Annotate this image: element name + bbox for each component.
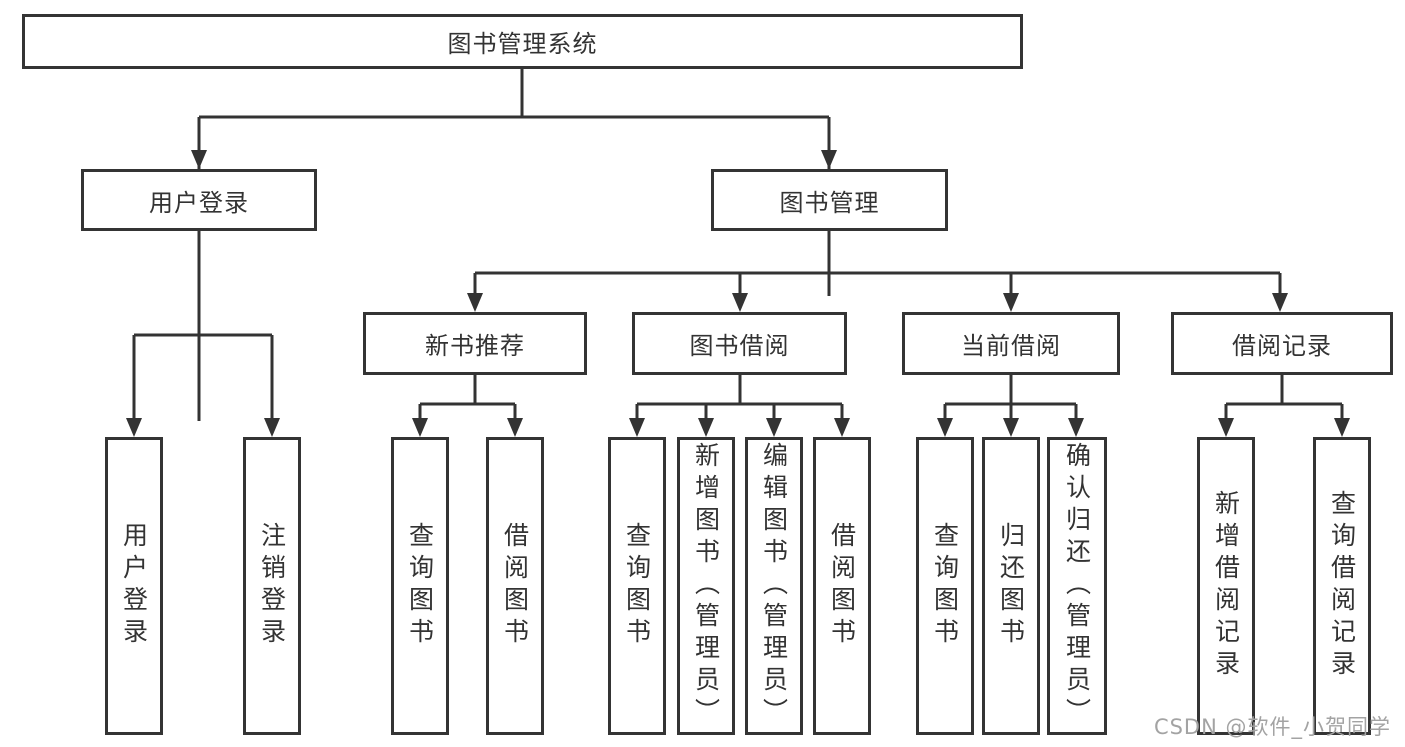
node-leaf-borrow-books-1: 借阅图书 (486, 437, 544, 735)
arrow-down-icon (1068, 418, 1084, 437)
node-leaf-user-login: 用户登录 (105, 437, 163, 735)
node-label: 用户登录 (119, 522, 149, 650)
arrow-down-icon (1003, 293, 1019, 312)
csdn-watermark: CSDN @软件_小贺同学 (1153, 715, 1391, 739)
node-leaf-add-book-admin: 新增图书（管理员） (677, 437, 735, 735)
arrow-down-icon (834, 418, 850, 437)
node-label: 确认归还（管理员） (1062, 442, 1092, 730)
arrow-down-icon (1334, 418, 1350, 437)
node-book-borrow: 图书借阅 (632, 312, 847, 375)
node-label: 图书管理 (779, 188, 880, 217)
arrow-down-icon (766, 418, 782, 437)
arrow-down-icon (1003, 418, 1019, 437)
arrow-down-icon (507, 418, 523, 437)
arrow-down-icon (1272, 293, 1288, 312)
arrow-down-icon (412, 418, 428, 437)
arrow-down-icon (698, 418, 714, 437)
node-label: 借阅图书 (827, 522, 857, 650)
node-label: 用户登录 (149, 188, 249, 217)
node-label: 查询借阅记录 (1327, 490, 1357, 682)
node-label: 注销登录 (257, 522, 287, 650)
node-borrow-records: 借阅记录 (1171, 312, 1393, 375)
arrow-down-icon (937, 418, 953, 437)
node-label: 当前借阅 (961, 332, 1061, 360)
arrow-down-icon (126, 418, 142, 437)
node-leaf-query-books-2: 查询图书 (608, 437, 666, 735)
node-leaf-query-books-1: 查询图书 (391, 437, 449, 735)
node-new-book-recommend: 新书推荐 (363, 312, 587, 375)
node-label: 查询图书 (930, 522, 960, 650)
node-current-borrow: 当前借阅 (902, 312, 1120, 375)
node-label: 查询图书 (622, 522, 652, 650)
arrow-down-icon (629, 418, 645, 437)
node-label: 新增借阅记录 (1211, 490, 1241, 682)
node-label: 查询图书 (405, 522, 435, 650)
node-label: 新书推荐 (425, 332, 525, 360)
node-label: 借阅图书 (500, 522, 530, 650)
node-leaf-query-books-3: 查询图书 (916, 437, 974, 735)
arrow-down-icon (821, 150, 837, 169)
arrow-down-icon (264, 418, 280, 437)
node-label: 编辑图书（管理员） (759, 442, 789, 730)
node-leaf-logout: 注销登录 (243, 437, 301, 735)
arrow-down-icon (1218, 418, 1234, 437)
node-label: 新增图书（管理员） (691, 442, 721, 730)
node-leaf-return-book: 归还图书 (982, 437, 1040, 735)
node-leaf-add-borrow-record: 新增借阅记录 (1197, 437, 1255, 735)
node-label: 归还图书 (996, 522, 1026, 650)
arrowheads (126, 150, 1350, 437)
node-user-login: 用户登录 (81, 169, 317, 231)
node-book-management: 图书管理 (711, 169, 948, 231)
arrow-down-icon (191, 150, 207, 169)
node-system-root: 图书管理系统 (22, 14, 1023, 69)
arrow-down-icon (467, 293, 483, 312)
node-leaf-confirm-return-admin: 确认归还（管理员） (1047, 437, 1107, 735)
arrow-down-icon (732, 293, 748, 312)
node-leaf-query-borrow-record: 查询借阅记录 (1313, 437, 1371, 735)
node-label: 图书管理系统 (447, 30, 598, 58)
node-label: 借阅记录 (1232, 332, 1332, 360)
node-label: 图书借阅 (689, 332, 790, 360)
node-leaf-edit-book-admin: 编辑图书（管理员） (745, 437, 803, 735)
node-leaf-borrow-books-2: 借阅图书 (813, 437, 871, 735)
